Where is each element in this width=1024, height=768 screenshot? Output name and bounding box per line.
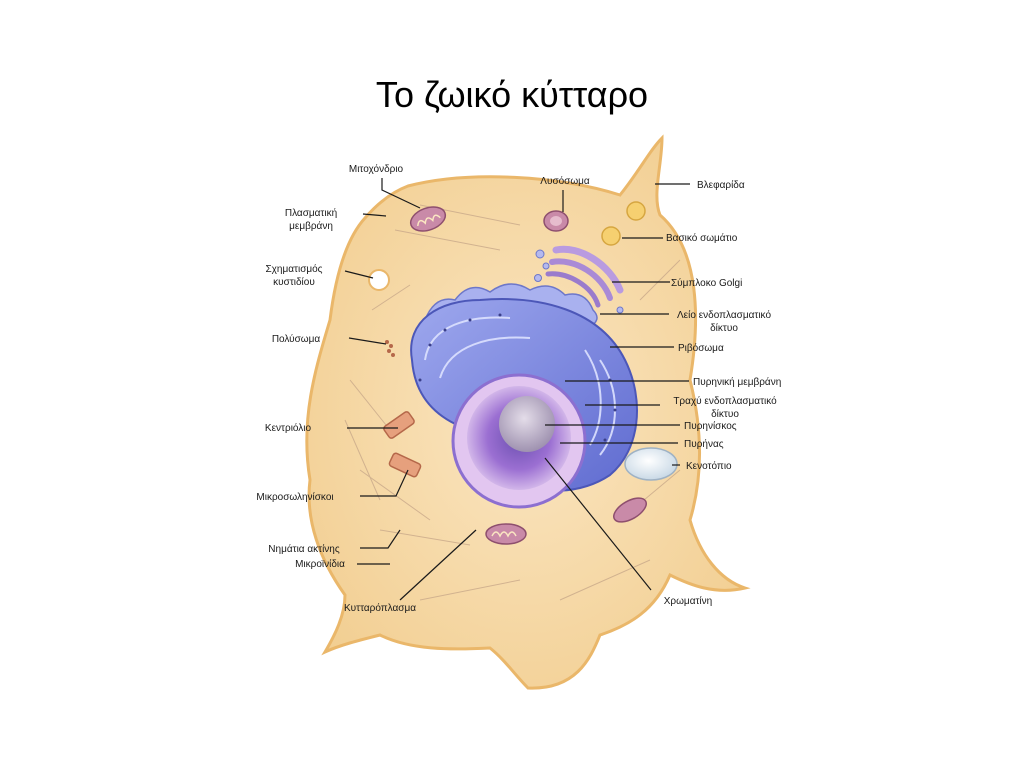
basal-body-upper (626, 201, 646, 221)
mitochondrion-top (409, 206, 447, 232)
label-microvilli: Μικροϊνίδια (295, 558, 345, 570)
nucleolus (499, 396, 555, 452)
label-microtubules: Μικροσωληνίσκοι (256, 491, 333, 503)
mitochondrion-bottom-left (485, 523, 527, 545)
label-vesicle-formation-2: κυστιδίου (273, 276, 315, 288)
golgi-apparatus (545, 245, 624, 308)
slide-title: Το ζωικό κύτταρο (375, 74, 649, 115)
basal-body-lower (601, 226, 621, 246)
label-lysosome: Λυσόσωμα (540, 175, 590, 187)
cytoskeleton-fibers (344, 204, 681, 601)
polysome (385, 340, 395, 357)
label-plasma-membrane-1: Πλασματική (285, 207, 337, 219)
label-polysome: Πολύσωμα (272, 333, 321, 345)
centriole (383, 411, 422, 478)
label-cilium: Βλεφαρίδα (697, 179, 745, 191)
label-chromatin: Χρωματίνη (664, 595, 712, 607)
label-golgi: Σύμπλοκο Golgi (671, 277, 742, 289)
label-mitochondrion: Μιτοχόνδριο (349, 163, 404, 175)
label-rough-er-1: Τραχύ ενδοπλασματικό (673, 395, 777, 407)
label-basal-body: Βασικό σωμάτιο (666, 232, 738, 244)
mitochondrion-bottom-right (613, 497, 647, 523)
forming-vesicle (368, 269, 390, 291)
vacuole (624, 447, 678, 481)
label-plasma-membrane-2: μεμβράνη (289, 220, 333, 232)
label-vacuole: Κενοτόπιο (686, 460, 732, 472)
label-nucleus: Πυρήνας (684, 438, 724, 450)
label-cytoplasm: Κυτταρόπλασμα (344, 602, 416, 614)
lysosome (543, 210, 569, 232)
golgi-vesicles (534, 249, 624, 314)
label-centriole: Κεντριόλιο (265, 422, 312, 434)
label-nucleolus: Πυρηνίσκος (684, 420, 737, 432)
label-vesicle-formation-1: Σχηματισμός (265, 263, 322, 275)
label-ribosome: Ριβόσωμα (678, 342, 724, 354)
leader-lines (344, 178, 690, 601)
label-nuclear-membrane: Πυρηνική μεμβράνη (693, 376, 781, 388)
label-smooth-er-2: δίκτυο (710, 322, 738, 334)
label-actin-filaments: Νημάτια ακτίνης (268, 543, 340, 555)
label-rough-er-2: δίκτυο (711, 408, 739, 420)
label-smooth-er-1: Λείο ενδοπλασματικό (677, 309, 771, 321)
